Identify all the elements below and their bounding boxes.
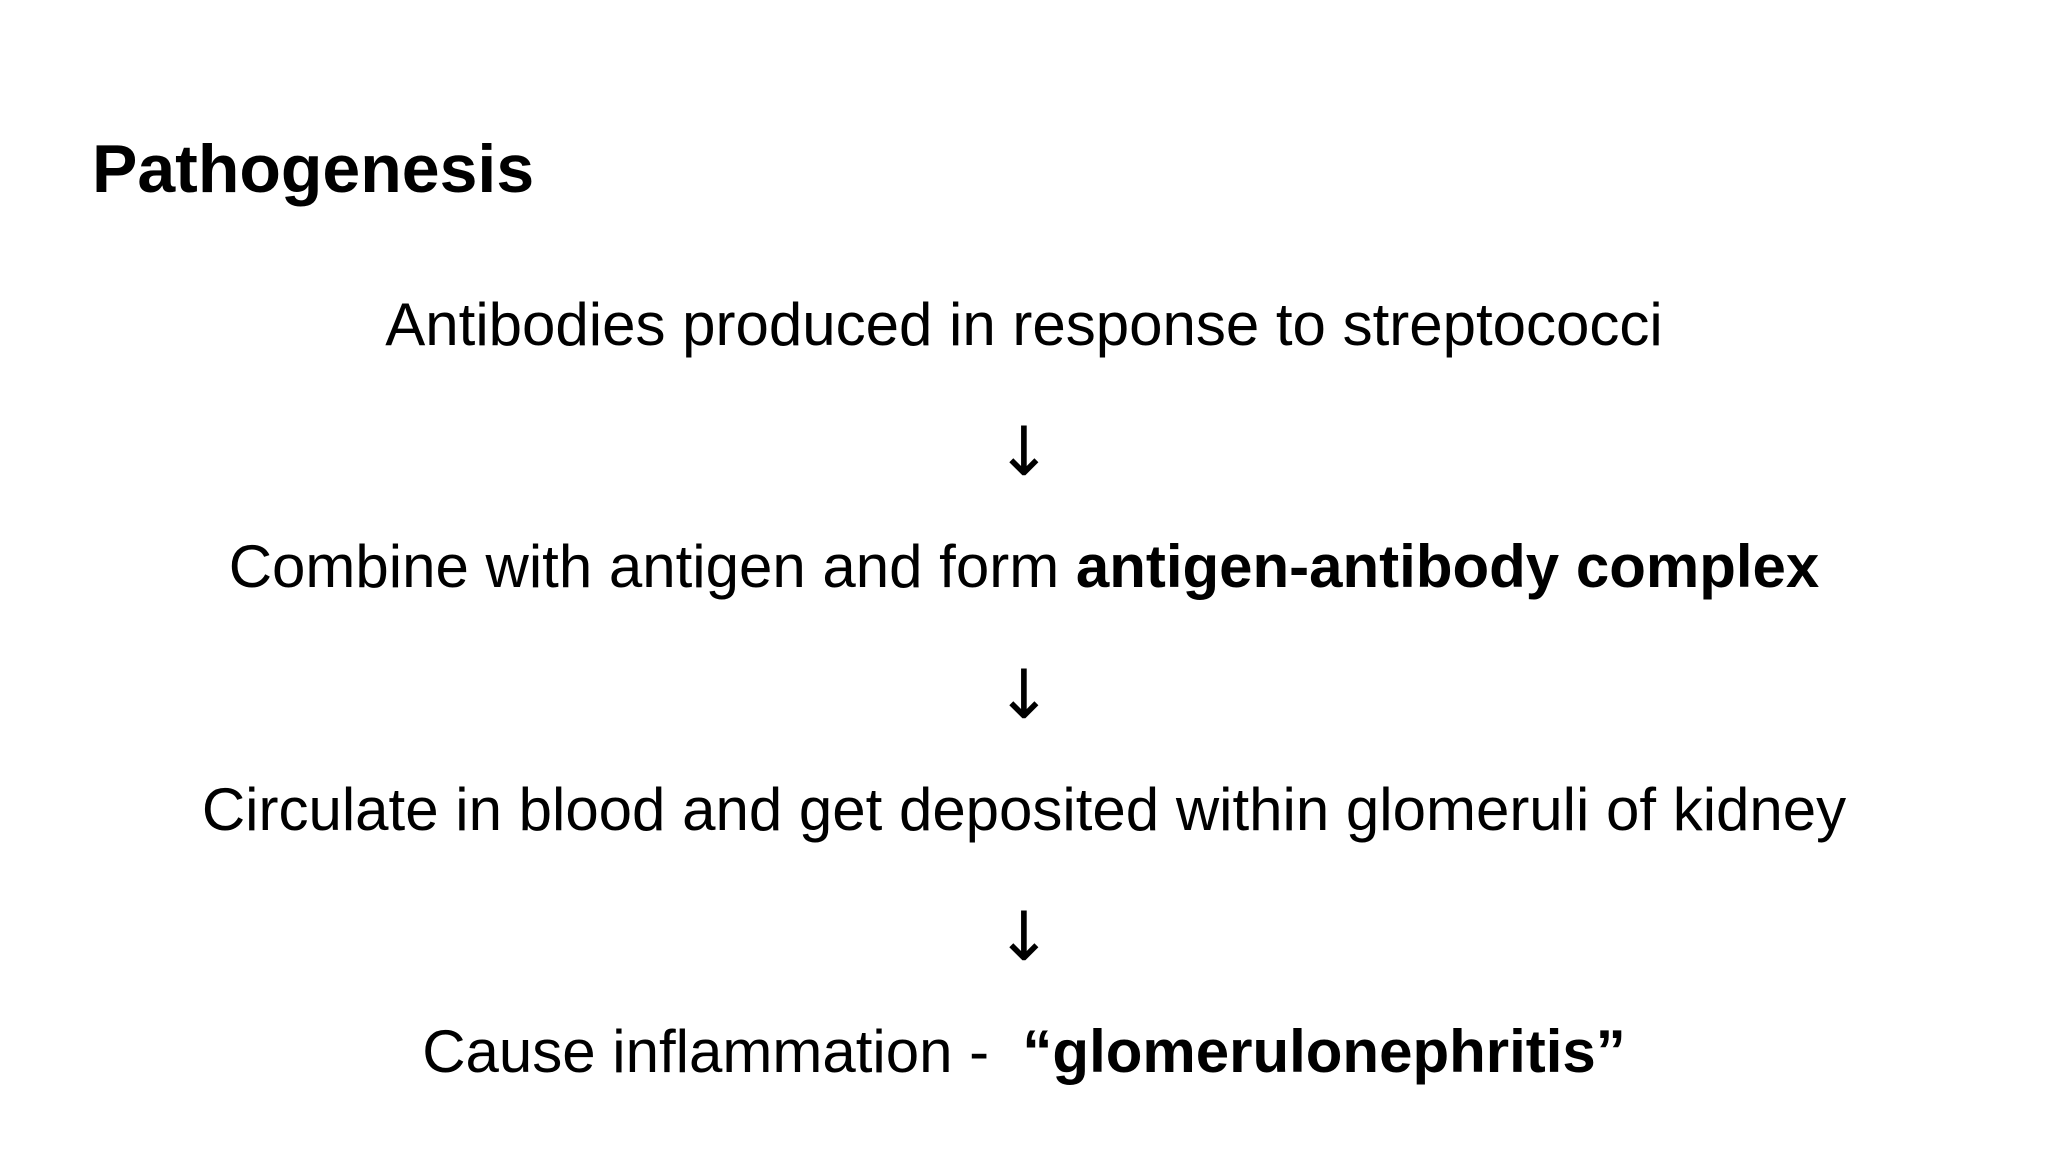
down-arrow-icon: ↓ bbox=[995, 413, 1053, 492]
flow-step-1-text: Antibodies produced in response to strep… bbox=[385, 291, 1663, 358]
flow-step-2: Combine with antigen and form antigen-an… bbox=[0, 527, 2048, 607]
flow-step-4-text: Cause inflammation - bbox=[422, 1018, 1023, 1085]
flow-step-2-emphasis: antigen-antibody complex bbox=[1075, 533, 1820, 600]
flow-step-3-text: Circulate in blood and get deposited wit… bbox=[201, 776, 1847, 843]
flow-step-3: Circulate in blood and get deposited wit… bbox=[0, 770, 2048, 850]
flow-step-1: Antibodies produced in response to strep… bbox=[0, 285, 2048, 365]
slide-title: Pathogenesis bbox=[92, 131, 535, 207]
flow-step-4-emphasis: “glomerulonephritis” bbox=[1022, 1018, 1626, 1085]
down-arrow-icon: ↓ bbox=[995, 656, 1053, 735]
flow-step-4: Cause inflammation - “glomerulonephritis… bbox=[0, 1012, 2048, 1092]
down-arrow-icon: ↓ bbox=[995, 898, 1053, 977]
flow-step-2-text: Combine with antigen and form bbox=[228, 533, 1076, 600]
